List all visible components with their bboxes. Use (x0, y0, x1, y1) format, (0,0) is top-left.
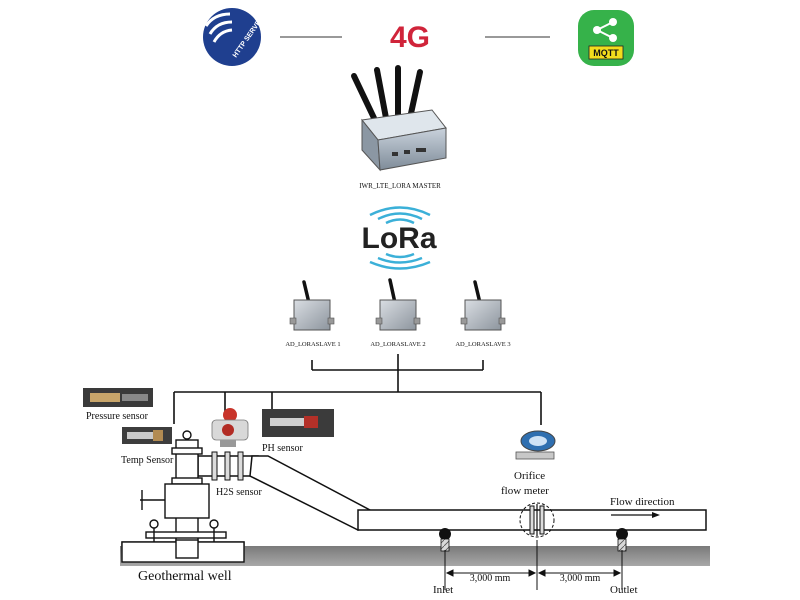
orifice-plate (519, 502, 555, 538)
mqtt-badge-text: MQTT (593, 48, 619, 58)
temp-sensor-photo (122, 427, 172, 444)
flow-direction-label: Flow direction (610, 496, 675, 508)
temp-sensor-label: Temp Sensor (121, 455, 174, 466)
network-4g-label: 4G (390, 21, 430, 54)
lora-slave-1-icon (289, 280, 335, 331)
h2s-sensor-photo (211, 408, 249, 447)
ph-sensor-photo (262, 409, 334, 437)
lora-slave-2-icon (375, 278, 421, 331)
distance-left-label: 3,000 mm (470, 573, 511, 584)
lora-text: LoRa (362, 222, 437, 255)
outlet-label: Outlet (610, 584, 638, 596)
h2s-sensor-label: H2S sensor (216, 487, 263, 498)
mqtt-icon: MQTT (578, 10, 634, 66)
well-casing (175, 539, 199, 559)
geothermal-well-label: Geothermal well (138, 569, 232, 584)
lora-logo: LoRa (362, 206, 437, 270)
http-server-icon: HTTP SERVER (203, 8, 266, 66)
lora-slave-3-icon (460, 280, 506, 331)
master-label: IWR_LTE_LORA MASTER (359, 182, 441, 190)
pipeline (197, 455, 707, 531)
inlet-label: Inlet (433, 584, 453, 596)
pressure-sensor-photo (83, 388, 153, 407)
pipe-support-inlet (439, 528, 451, 552)
ground-slab (120, 546, 710, 566)
slave-3-label: AD_LORASLAVE 3 (455, 341, 510, 348)
dimension-lines (444, 540, 623, 590)
pipe-support-outlet (616, 528, 628, 552)
orifice-label-line1: Orifice (514, 470, 545, 482)
pressure-sensor-label: Pressure sensor (86, 411, 149, 422)
bus-wiring (173, 354, 542, 425)
distance-right-label: 3,000 mm (560, 573, 601, 584)
pipe-flanges (211, 451, 244, 481)
slave-2-label: AD_LORASLAVE 2 (370, 341, 425, 348)
ph-sensor-label: PH sensor (262, 443, 304, 454)
slave-1-label: AD_LORASLAVE 1 (285, 341, 340, 348)
orifice-label-line2: flow meter (501, 485, 549, 497)
flow-direction-arrow (611, 512, 660, 518)
lora-master-gateway-icon (351, 65, 447, 172)
orifice-flow-meter-photo (515, 430, 556, 460)
